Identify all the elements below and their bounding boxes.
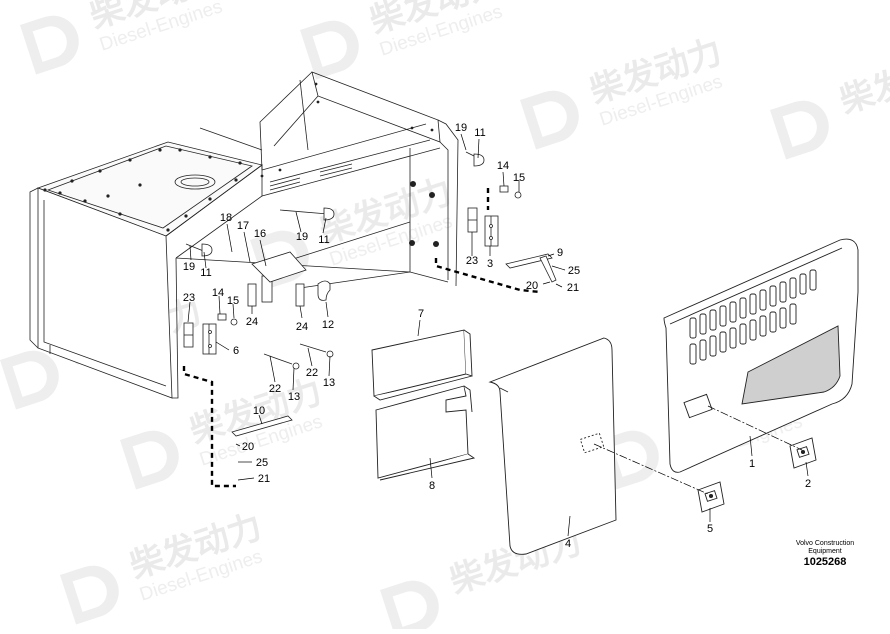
leader-lines [187,133,809,537]
bolt-icon [499,185,522,199]
callout-label: 14 [497,160,509,172]
callout-label: 18 [220,212,232,224]
callout-label: 11 [474,127,485,139]
strut-icon [231,415,293,437]
insulation-pads [371,329,476,481]
callout-label: 20 [526,280,538,292]
rod-icon [465,151,485,167]
callout-label: 7 [418,308,424,320]
callout-label: 15 [513,172,525,184]
side-door-panel [488,337,617,555]
latch-icon [295,283,305,307]
callout-label: 24 [296,321,308,333]
callout-label: 13 [323,377,335,389]
callout-label: 17 [237,220,249,232]
pad-8 [375,385,476,481]
callout-label: 6 [233,345,239,357]
svg-text:柴发动力: 柴发动力 [835,42,890,122]
callout-label: 19 [183,261,195,273]
callout-label: 24 [246,316,258,328]
callout-label: 20 [242,441,254,453]
watermark-tile: 柴发动力 Diesel-Engines [300,0,507,80]
hinge-icon [484,215,499,247]
callout-label: 8 [429,480,435,492]
watermark-tile: 柴发动力 [770,42,890,160]
callout-label: 21 [567,282,579,294]
rod-icon [185,243,213,257]
handle-icon [697,481,725,513]
callout-label: 23 [183,292,195,304]
callout-label: 25 [256,457,268,469]
handle-icon [789,437,817,469]
callout-label: 11 [318,234,329,246]
callout-label: 14 [212,287,224,299]
vent-slots [689,269,817,365]
strut-icon [505,253,557,283]
perforated-mesh [741,325,841,405]
callout-label: 19 [296,231,308,243]
hardware [183,151,557,437]
callout-label: 13 [288,391,300,403]
callout-label: 15 [227,295,239,307]
bolt-icon [217,313,238,326]
bracket-icon [467,207,478,233]
callout-label: 16 [254,228,266,240]
callout-label: 10 [253,405,265,417]
callout-label: 12 [322,319,334,331]
hood-frame [29,141,263,399]
watermark-tile: 柴发动力 Diesel-Engines [20,0,227,75]
callout-label: 23 [466,255,478,267]
drawing-number: 1025268 [803,556,847,568]
callout-label: 22 [306,367,318,379]
bolt-icon [299,343,334,358]
company-credit: Volvo Construction Equipment [795,540,855,555]
watermark-tile: 柴发动力 Diesel-Engines [520,32,727,150]
pad-7 [371,329,473,401]
watermark-tile: 柴发动力 Diesel-Engines [60,507,267,625]
callout-label: 4 [565,538,571,550]
bolt-icon [263,353,300,370]
callout-label: 25 [568,265,580,277]
callout-label: 21 [258,473,270,485]
callout-label: 19 [455,122,467,134]
callout-label: 3 [487,258,493,270]
callout-label: 5 [707,523,713,535]
hinge-icon [202,323,217,355]
rod-icon [279,207,335,221]
grille-door-panel [663,238,859,473]
latch-icon [317,280,331,301]
callout-label: 1 [749,458,755,470]
callout-labels: 19 11 14 15 3 9 25 20 21 23 18 17 16 19 … [183,122,811,550]
rear-frame [175,71,459,289]
callout-label: 2 [805,478,811,490]
callout-label: 11 [200,267,211,279]
callout-label: 9 [557,247,563,259]
cable-runs [182,188,541,488]
callout-label: 22 [269,383,281,395]
bracket-icon [183,322,194,348]
